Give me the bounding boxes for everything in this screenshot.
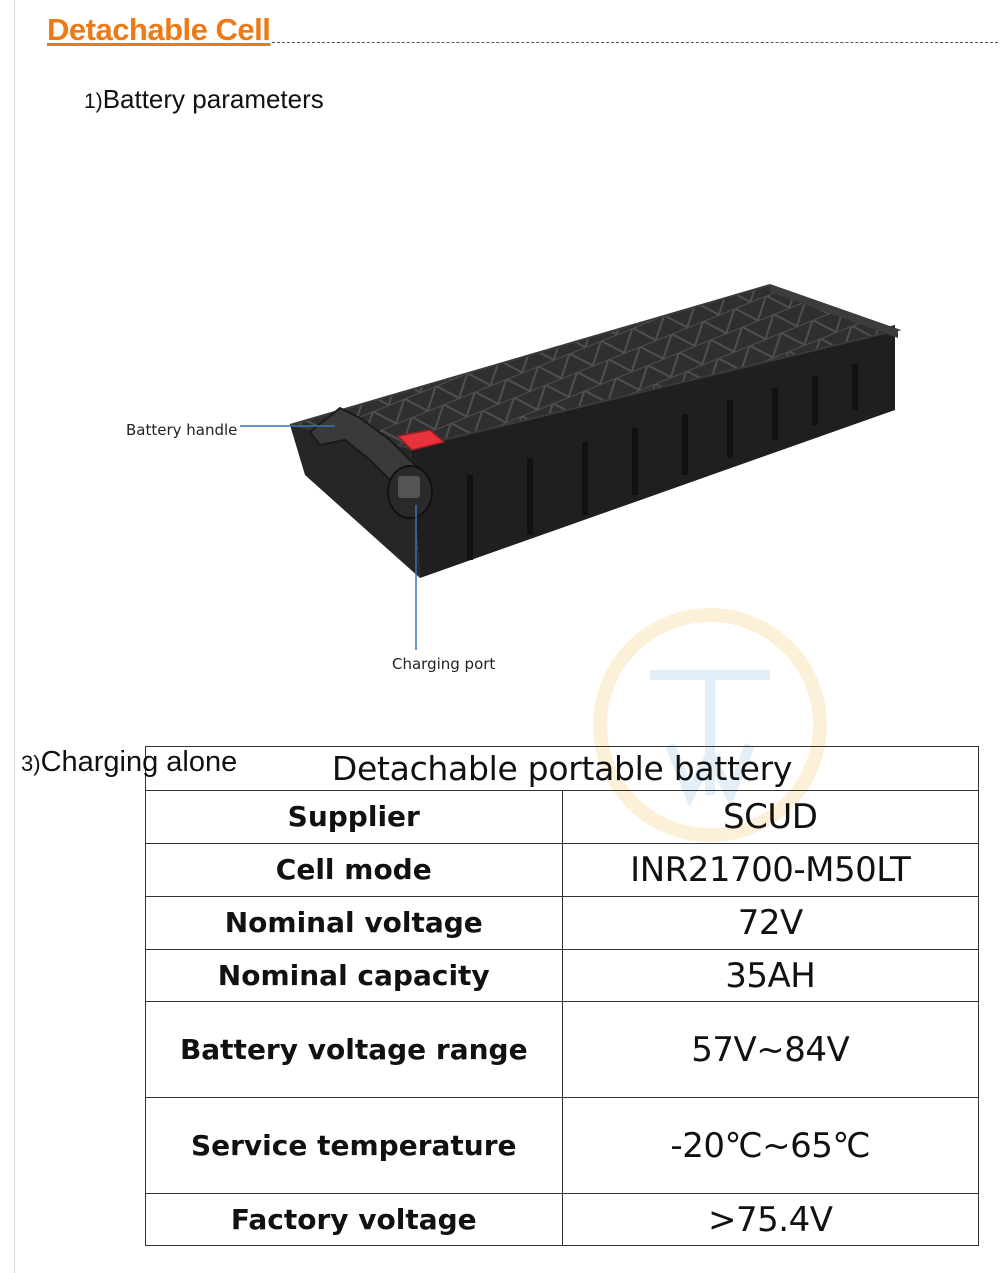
row-value: SCUD <box>561 790 979 844</box>
battery-illustration: Battery handle Charging port <box>126 283 902 673</box>
battery-handle-part <box>308 406 433 519</box>
table-row: Factory voltage >75.4V <box>145 1193 979 1246</box>
table-row: Service temperature -20℃~65℃ <box>145 1097 979 1194</box>
row-label: Service temperature <box>145 1097 563 1194</box>
table-row: Battery voltage range 57V~84V <box>145 1001 979 1098</box>
battery-spec-table: Detachable portable battery Supplier SCU… <box>145 746 979 1246</box>
table-title: Detachable portable battery <box>145 746 979 791</box>
row-value: >75.4V <box>561 1193 979 1246</box>
row-value: 57V~84V <box>561 1001 979 1098</box>
battery-body <box>289 283 902 578</box>
page-title: Detachable Cell <box>47 12 271 47</box>
row-value: INR21700-M50LT <box>561 843 979 897</box>
row-label: Factory voltage <box>145 1193 563 1246</box>
section-label: Charging alone <box>40 746 238 778</box>
section-number: 3) <box>21 751 41 776</box>
row-value: 35AH <box>561 949 979 1002</box>
section-label: Battery parameters <box>102 84 324 114</box>
row-label: Nominal voltage <box>145 896 563 950</box>
row-label: Nominal capacity <box>145 949 563 1002</box>
table-row: Nominal voltage 72V <box>145 896 979 950</box>
row-label: Cell mode <box>145 843 563 897</box>
callout-charging-port: Charging port <box>392 655 495 673</box>
table-row: Supplier SCUD <box>145 790 979 844</box>
callout-battery-handle: Battery handle <box>126 421 237 439</box>
section-number: 1) <box>84 90 103 113</box>
table-header-row: Detachable portable battery <box>145 746 979 791</box>
row-value: -20℃~65℃ <box>561 1097 979 1194</box>
section-heading-charging-alone: 3)Charging alone <box>21 746 237 779</box>
table-row: Cell mode INR21700-M50LT <box>145 843 979 897</box>
section-heading-battery-parameters: 1)Battery parameters <box>84 84 324 115</box>
row-label: Supplier <box>145 790 563 844</box>
red-latch <box>396 429 446 451</box>
row-value: 72V <box>561 896 979 950</box>
table-row: Nominal capacity 35AH <box>145 949 979 1002</box>
row-label: Battery voltage range <box>145 1001 563 1098</box>
title-dashed-rule <box>272 42 998 43</box>
page-margin-rule <box>14 0 15 1273</box>
